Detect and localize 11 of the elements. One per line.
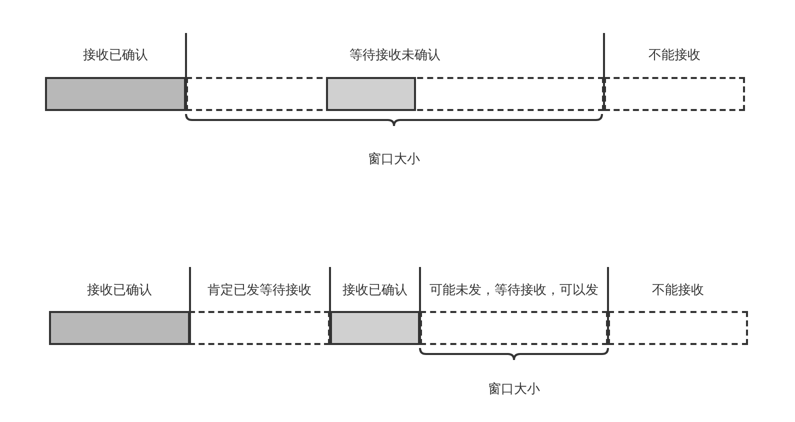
segment-heading: 不能接收 xyxy=(648,48,702,64)
segment-heading: 可能未发，等待接收，可以发 xyxy=(428,283,600,299)
segment-heading: 等待接收未确认 xyxy=(348,48,442,64)
segment-heading: 接收已确认 xyxy=(342,283,408,299)
segment-heading: 肯定已发等待接收 xyxy=(206,283,312,299)
light-segment xyxy=(326,77,416,111)
window-size-label: 窗口大小 xyxy=(488,381,540,398)
window-size-label: 窗口大小 xyxy=(368,151,420,168)
segment-heading: 接收已确认 xyxy=(86,283,153,299)
segment-heading: 接收已确认 xyxy=(82,48,149,64)
segment-heading: 不能接收 xyxy=(651,283,705,299)
